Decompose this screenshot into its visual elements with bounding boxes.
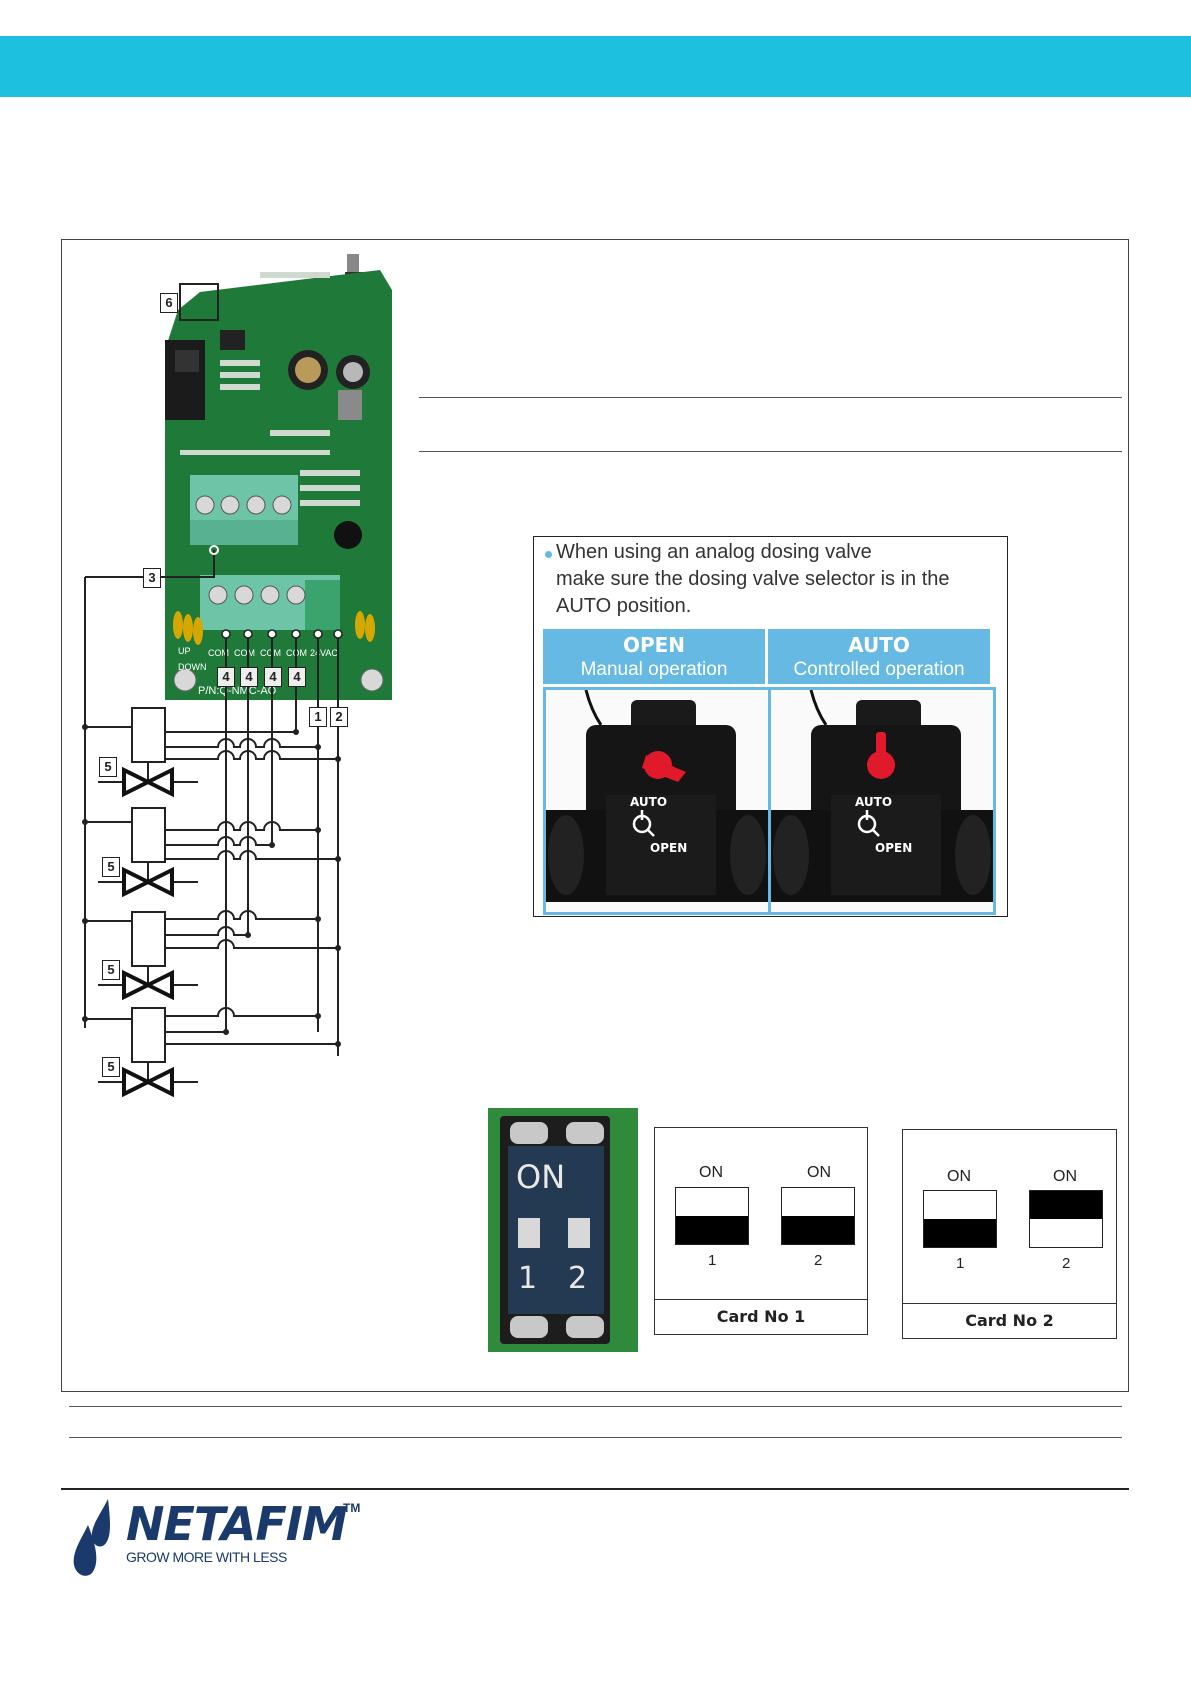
callout-5: 5: [102, 960, 120, 980]
content-frame: [61, 239, 1129, 1392]
terminal-label: COM: [260, 648, 281, 658]
part-number: P/N:Q-NMC-AO: [198, 685, 277, 697]
callout-4: 4: [217, 667, 235, 687]
dip-on-label: ON: [516, 1158, 565, 1196]
divider: [419, 451, 1122, 452]
mode-auto-header: AUTO Controlled operation: [768, 629, 990, 684]
valve-marking-open: OPEN: [650, 841, 687, 855]
bullet-icon: [545, 551, 552, 558]
valve-marking-auto: AUTO: [855, 795, 892, 809]
divider: [69, 1406, 1122, 1407]
card-2-diagram: ON ON 1 2 Card No 2: [902, 1129, 1117, 1339]
terminal-label: UP: [178, 646, 191, 656]
dip-switch-2: [781, 1187, 855, 1245]
dip-switch-1: [923, 1190, 997, 1248]
valve-marking-open: OPEN: [875, 841, 912, 855]
callout-6: 6: [160, 293, 178, 313]
callout-4: 4: [264, 667, 282, 687]
switch-number: 2: [1062, 1255, 1071, 1272]
valve-photo-open: AUTO OPEN: [543, 687, 771, 915]
switch-on-label: ON: [699, 1164, 723, 1181]
mode-title: AUTO: [848, 633, 910, 657]
switch-number: 1: [956, 1255, 965, 1272]
dip-switch-2: [1029, 1190, 1103, 1248]
switch-on-label: ON: [807, 1164, 831, 1181]
mode-open-header: OPEN Manual operation: [543, 629, 765, 684]
callout-2: 2: [330, 707, 348, 727]
dosing-valve-note: When using an analog dosing valve make s…: [533, 536, 1008, 917]
note-line: make sure the dosing valve selector is i…: [556, 568, 950, 590]
card-title: Card No 1: [655, 1299, 867, 1334]
trademark: TM: [343, 1501, 361, 1515]
divider: [419, 397, 1122, 398]
pcb-card-image: UP DOWN COM COM COM COM 24VAC P/N:Q-NMC-…: [165, 254, 392, 700]
card-title: Card No 2: [903, 1303, 1116, 1338]
callout-5: 5: [99, 757, 117, 777]
dip-number: 2: [568, 1261, 587, 1296]
callout-1: 1: [309, 707, 327, 727]
note-line: AUTO position.: [556, 595, 692, 617]
terminal-label: COM: [208, 648, 229, 658]
valve-marking-auto: AUTO: [630, 795, 667, 809]
card-1-diagram: ON ON 1 2 Card No 1: [654, 1127, 868, 1335]
drop-icon: [73, 1525, 97, 1576]
mode-subtitle: Controlled operation: [793, 659, 965, 680]
callout-5: 5: [102, 1057, 120, 1077]
terminal-label: COM: [234, 648, 255, 658]
dip-switch-1: [675, 1187, 749, 1245]
brand-name: NETAFIM: [126, 1497, 348, 1551]
callout-3: 3: [143, 568, 161, 588]
terminal-label: DOWN: [178, 662, 207, 672]
switch-on-label: ON: [947, 1168, 971, 1185]
footer-divider: [61, 1488, 1129, 1490]
header-bar: [0, 36, 1191, 97]
brand-tagline: GROW MORE WITH LESS: [126, 1549, 287, 1565]
note-line: When using an analog dosing valve: [556, 541, 872, 563]
switch-number: 1: [708, 1252, 717, 1269]
drop-icon: [91, 1499, 110, 1547]
terminal-label: 24VAC: [310, 648, 338, 658]
netafim-logo: NETAFIM TM GROW MORE WITH LESS: [70, 1497, 370, 1587]
valve-photo-auto: AUTO OPEN: [768, 687, 996, 915]
dip-number: 1: [518, 1261, 537, 1296]
switch-on-label: ON: [1053, 1168, 1077, 1185]
mode-title: OPEN: [622, 633, 686, 657]
divider: [69, 1437, 1122, 1438]
callout-4: 4: [288, 667, 306, 687]
callout-5: 5: [102, 857, 120, 877]
dip-switch-photo: ON 1 2: [488, 1108, 638, 1352]
switch-number: 2: [814, 1252, 823, 1269]
mode-subtitle: Manual operation: [580, 659, 728, 680]
callout-4: 4: [240, 667, 258, 687]
